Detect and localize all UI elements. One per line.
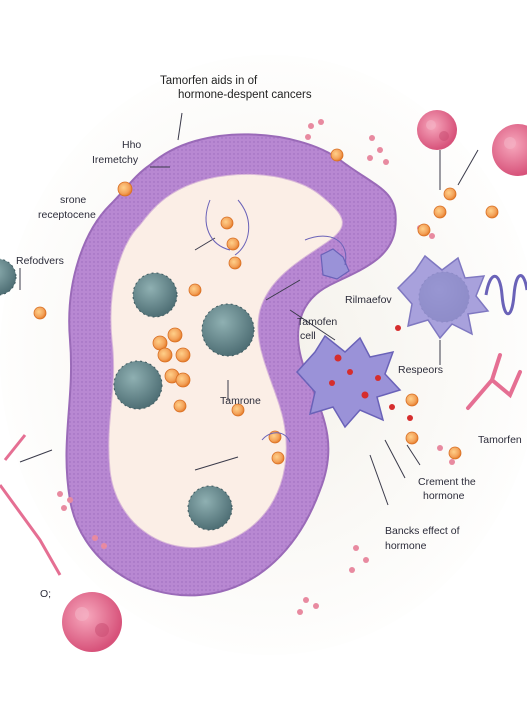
nucleus-icon bbox=[201, 303, 255, 357]
label-tamrone: Tamrone bbox=[220, 395, 261, 407]
label-hremetchy: Iremetchy bbox=[92, 154, 139, 166]
thin-arcs bbox=[205, 199, 347, 443]
label-hho: Hho bbox=[122, 139, 141, 151]
protein-cluster-icon bbox=[62, 592, 122, 652]
title-line-1: Tamorfen aids in of bbox=[160, 75, 258, 87]
label-banck-2: hormone bbox=[385, 540, 427, 552]
nucleus-icon bbox=[0, 258, 17, 296]
title-line-2: hormone-despent cancers bbox=[178, 89, 312, 101]
label-rilmaefov: Rilmaefov bbox=[345, 294, 392, 306]
nucleus-icon bbox=[113, 360, 163, 410]
receptor-cell-icon bbox=[295, 334, 402, 429]
label-banck-1: Bancks effect of bbox=[385, 525, 460, 537]
leader-lines bbox=[19, 112, 479, 506]
cell-interior bbox=[108, 173, 343, 549]
label-tamorfen-right: Tamorfen bbox=[478, 434, 522, 446]
blocked-receptor-dots bbox=[329, 325, 413, 421]
label-o-mark: O; bbox=[40, 588, 51, 600]
label-crement-2: hormone bbox=[423, 490, 465, 502]
label-tamofen-cell-2: cell bbox=[300, 330, 316, 342]
receptor-cell-icon bbox=[396, 254, 490, 340]
protein-chain bbox=[0, 434, 62, 576]
nucleus-icon bbox=[132, 272, 178, 318]
label-srone: srone bbox=[60, 194, 86, 206]
label-tamofen-cell-1: Tamofen bbox=[297, 316, 337, 328]
label-crement-1: Crement the bbox=[418, 476, 476, 488]
protein-cluster-icon bbox=[417, 110, 457, 150]
nucleus-icon bbox=[187, 485, 233, 531]
label-receptor: receptocene bbox=[38, 209, 96, 221]
receptor-cell-icon bbox=[320, 248, 350, 280]
label-respeors: Respeors bbox=[398, 364, 443, 376]
label-refodvers: Refodvers bbox=[16, 255, 64, 267]
hormone-molecule-icon bbox=[33, 148, 499, 465]
small-particles bbox=[57, 119, 455, 615]
protein-chain bbox=[466, 353, 522, 410]
dna-coil-icon bbox=[484, 274, 527, 316]
protein-cluster-icon bbox=[492, 124, 527, 176]
